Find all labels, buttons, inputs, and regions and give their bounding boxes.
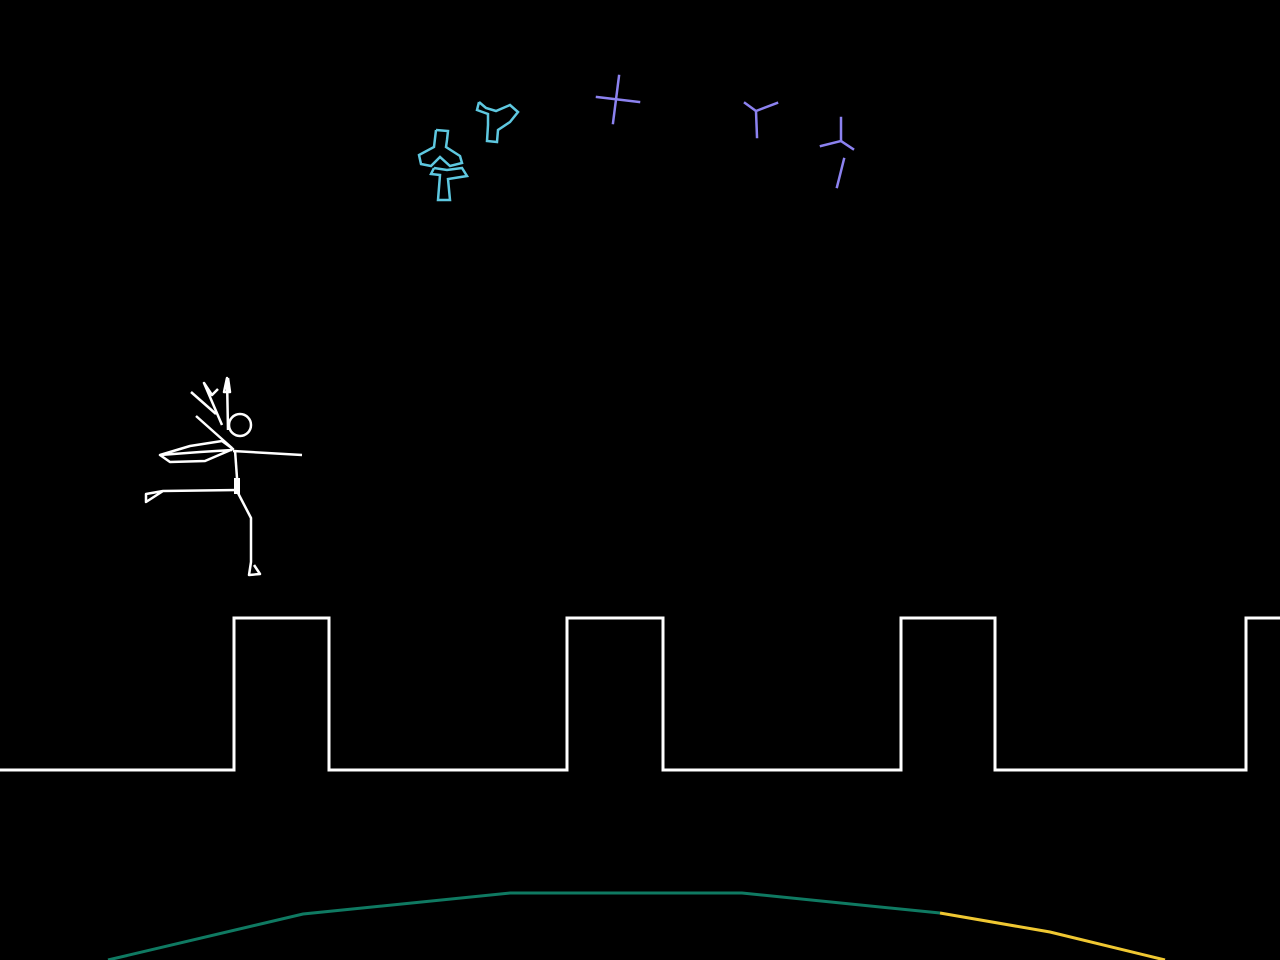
player-leg-back xyxy=(144,488,239,504)
enemy-spinner-1 xyxy=(595,74,641,125)
enemy-spinner-3 xyxy=(819,116,855,189)
enemy-group-violet xyxy=(595,74,855,189)
enemy-spinner-2 xyxy=(743,101,779,139)
player-arm xyxy=(232,449,303,457)
player-antler-2 xyxy=(202,381,224,426)
enemy-creature-1 xyxy=(417,128,464,168)
player-character xyxy=(144,376,303,577)
enemy-creature-3 xyxy=(475,101,520,144)
castle-wall xyxy=(0,616,1280,772)
player-wing xyxy=(158,439,235,464)
ground-horizon-green xyxy=(107,891,941,960)
player-head xyxy=(227,412,253,438)
ground-horizon-yellow xyxy=(939,911,1166,960)
player-antler-1 xyxy=(222,376,232,431)
player-leg-front xyxy=(236,492,262,577)
enemy-group-cyan xyxy=(417,101,520,202)
enemy-creature-2 xyxy=(429,166,470,202)
